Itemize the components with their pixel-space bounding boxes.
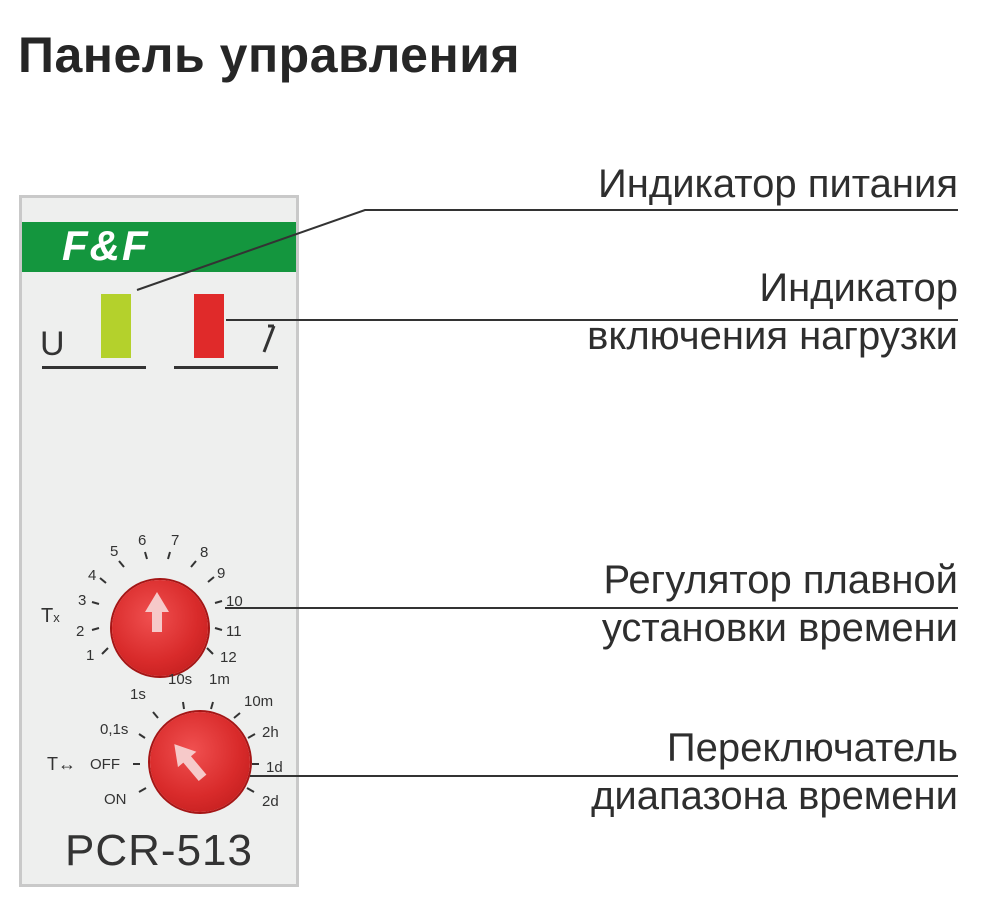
range-switch-knob[interactable] [150, 712, 250, 812]
tick-label: 2d [262, 793, 279, 810]
tick-label: 6 [138, 532, 146, 549]
model-label: PCR-513 [65, 826, 253, 875]
callout-time-range-switch: Переключатель диапазона времени [591, 724, 958, 820]
callout-line: диапазона времени [591, 774, 958, 818]
tick-label: 2h [262, 724, 279, 741]
callout-line: установки времени [601, 606, 958, 650]
tick-label: 1 [86, 647, 94, 664]
tick-label: 10 [226, 593, 243, 610]
tick-label: 0,1s [100, 721, 128, 738]
tick-label: 1d [266, 759, 283, 776]
callout-smooth-time-regulator: Регулятор плавной установки времени [602, 556, 958, 652]
tick-label: OFF [90, 756, 120, 773]
power-indicator-led [101, 294, 131, 358]
tick-label: 5 [110, 543, 118, 560]
tick-label: 12 [220, 649, 237, 666]
tick-label: 1m [209, 671, 230, 688]
page-title: Панель управления [18, 27, 521, 83]
callout-line: Регулятор плавной [603, 558, 958, 602]
relay-front-panel: F&F U PCR-513 [19, 195, 299, 887]
callout-power-indicator: Индикатор питания [598, 160, 958, 208]
tick-label: 8 [200, 544, 208, 561]
brand-stripe [22, 222, 296, 272]
callout-line: Индикатор [759, 266, 958, 310]
callout-line: включения нагрузки [587, 314, 958, 358]
arrow-up-icon [145, 592, 169, 632]
brand-logo: F&F [62, 222, 150, 269]
voltage-label: U [40, 325, 65, 363]
load-underline [174, 366, 278, 369]
callout-line: Индикатор питания [598, 162, 958, 206]
tick-label: 10m [244, 693, 273, 710]
tick-label: 10s [168, 671, 192, 688]
time-regulator-scale [91, 551, 223, 655]
tick-label: 1s [130, 686, 146, 703]
range-switch-scale [133, 701, 259, 793]
tick-label: ON [104, 791, 127, 808]
arrow-diagonal-icon [174, 744, 207, 782]
load-symbol-icon [262, 324, 276, 353]
tick-label: 3 [78, 592, 86, 609]
tick-label: 9 [217, 565, 225, 582]
load-indicator-led [194, 294, 224, 358]
t-range-label: T↔ [47, 754, 76, 774]
tick-label: 2 [76, 623, 84, 640]
tick-label: 7 [171, 532, 179, 549]
tx-label: Tx [41, 605, 60, 627]
voltage-underline [42, 366, 146, 369]
callout-line: Переключатель [666, 726, 958, 770]
tick-label: 4 [88, 567, 96, 584]
leader-line-power [136, 209, 958, 291]
tick-label: 11 [226, 623, 242, 640]
callout-load-indicator: Индикатор включения нагрузки [587, 264, 958, 360]
time-regulator-tick-labels: 1 2 3 4 5 6 7 8 9 10 11 12 [76, 532, 243, 666]
range-switch-tick-labels: ON OFF 0,1s 1s 10s 1m 10m 2h 1d 2d [90, 671, 283, 810]
